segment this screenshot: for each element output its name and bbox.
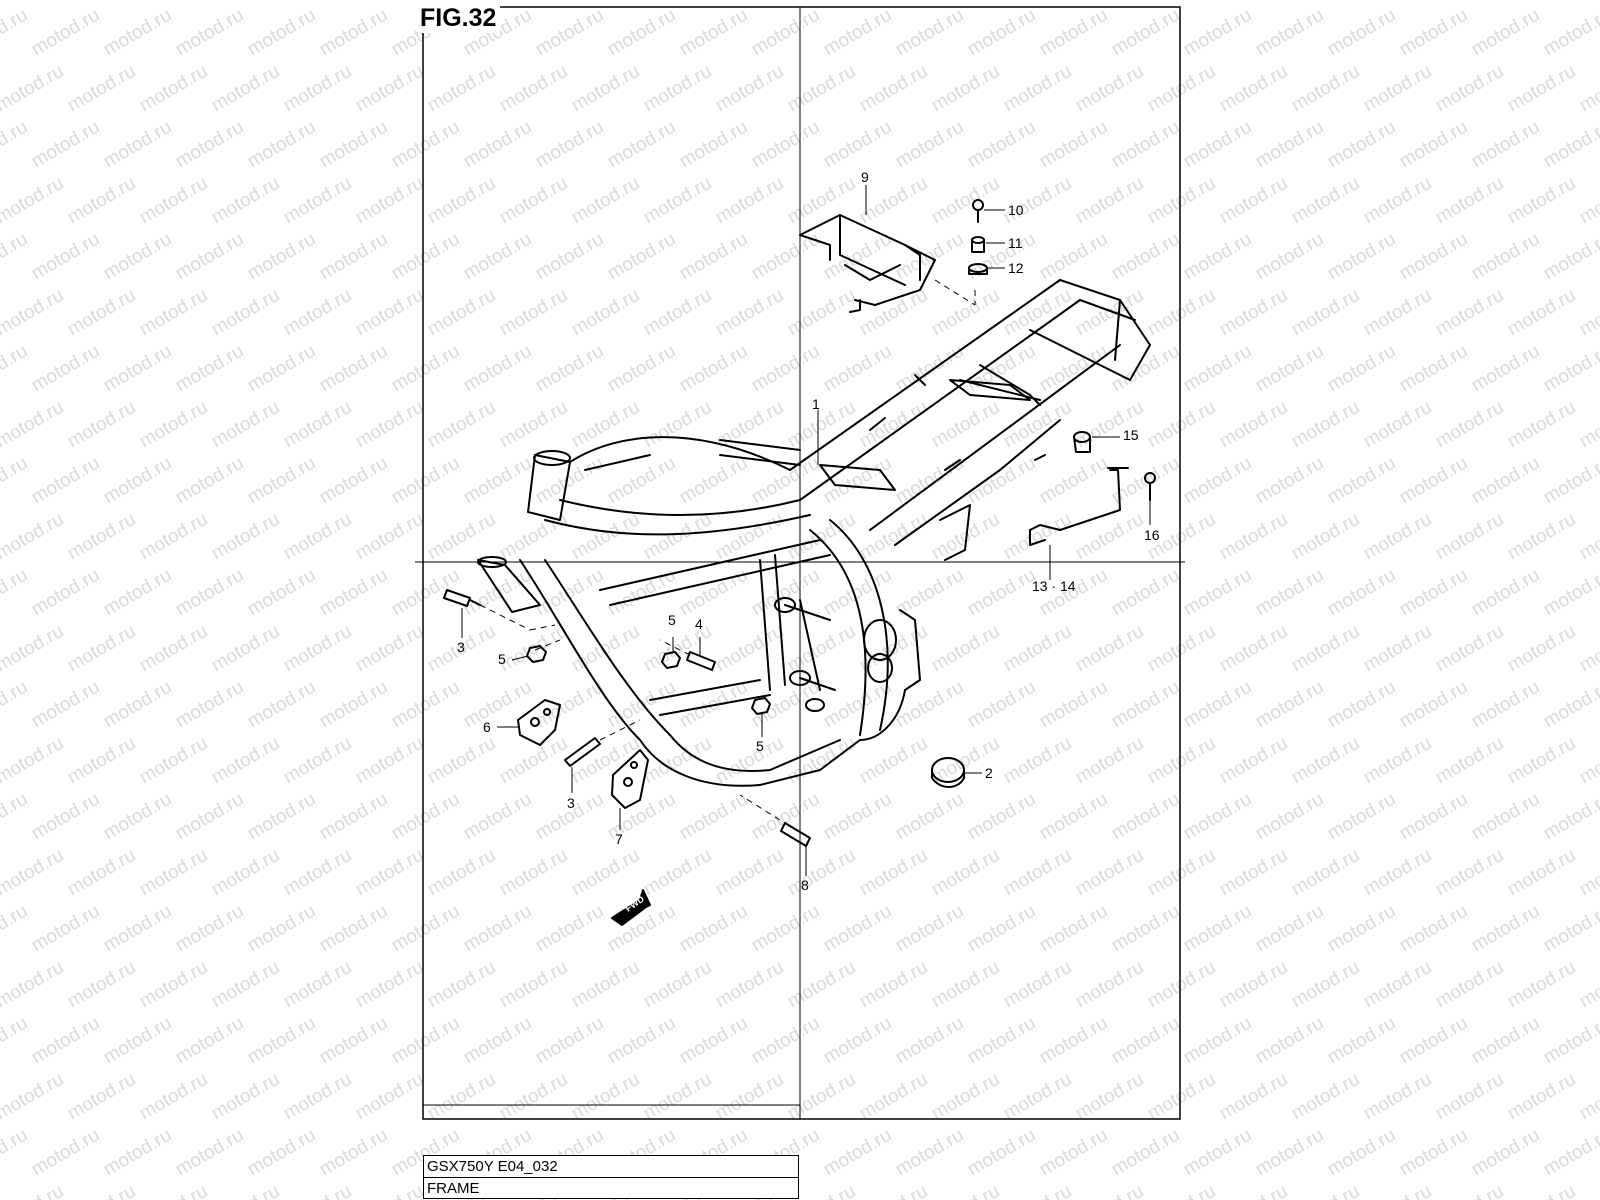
figure-title: FIG.32 [420, 4, 501, 33]
callout-1[interactable]: 1 [812, 396, 820, 412]
watermark-text: motod.ru [1576, 0, 1600, 4]
engine-mount-fasteners [443, 589, 811, 847]
fwd-arrow-icon [611, 889, 651, 926]
callout-13-14[interactable]: 13 · 14 [1032, 578, 1076, 594]
battery-fasteners [968, 199, 988, 275]
callout-2[interactable]: 2 [985, 765, 993, 781]
callout-5[interactable]: 5 [668, 612, 676, 628]
callout-9[interactable]: 9 [861, 169, 869, 185]
callout-6[interactable]: 6 [483, 719, 491, 735]
callout-15[interactable]: 15 [1123, 427, 1139, 443]
battery-holder-bracket [799, 214, 936, 313]
main-frame-part [477, 279, 1151, 787]
frame-cap [931, 757, 965, 788]
leader-lines [479, 279, 976, 821]
rear-bracket [1029, 431, 1156, 546]
callout-3[interactable]: 3 [457, 639, 465, 655]
callout-12[interactable]: 12 [1008, 260, 1024, 276]
callout-7[interactable]: 7 [615, 831, 623, 847]
callout-3[interactable]: 3 [567, 795, 575, 811]
label-leaders [461, 185, 1151, 876]
section-name: FRAME [427, 1180, 480, 1197]
callout-8[interactable]: 8 [801, 877, 809, 893]
model-code: GSX750Y E04_032 [424, 1156, 798, 1178]
callout-10[interactable]: 10 [1008, 202, 1024, 218]
callout-16[interactable]: 16 [1144, 527, 1160, 543]
callout-11[interactable]: 11 [1008, 235, 1023, 251]
figure-info-box: GSX750Y E04_032 FRAME [423, 1155, 799, 1199]
engine-brackets [517, 699, 649, 809]
diagram-border [422, 6, 1181, 1120]
callout-5[interactable]: 5 [498, 651, 506, 667]
callout-5[interactable]: 5 [756, 738, 764, 754]
callout-4[interactable]: 4 [695, 616, 703, 632]
